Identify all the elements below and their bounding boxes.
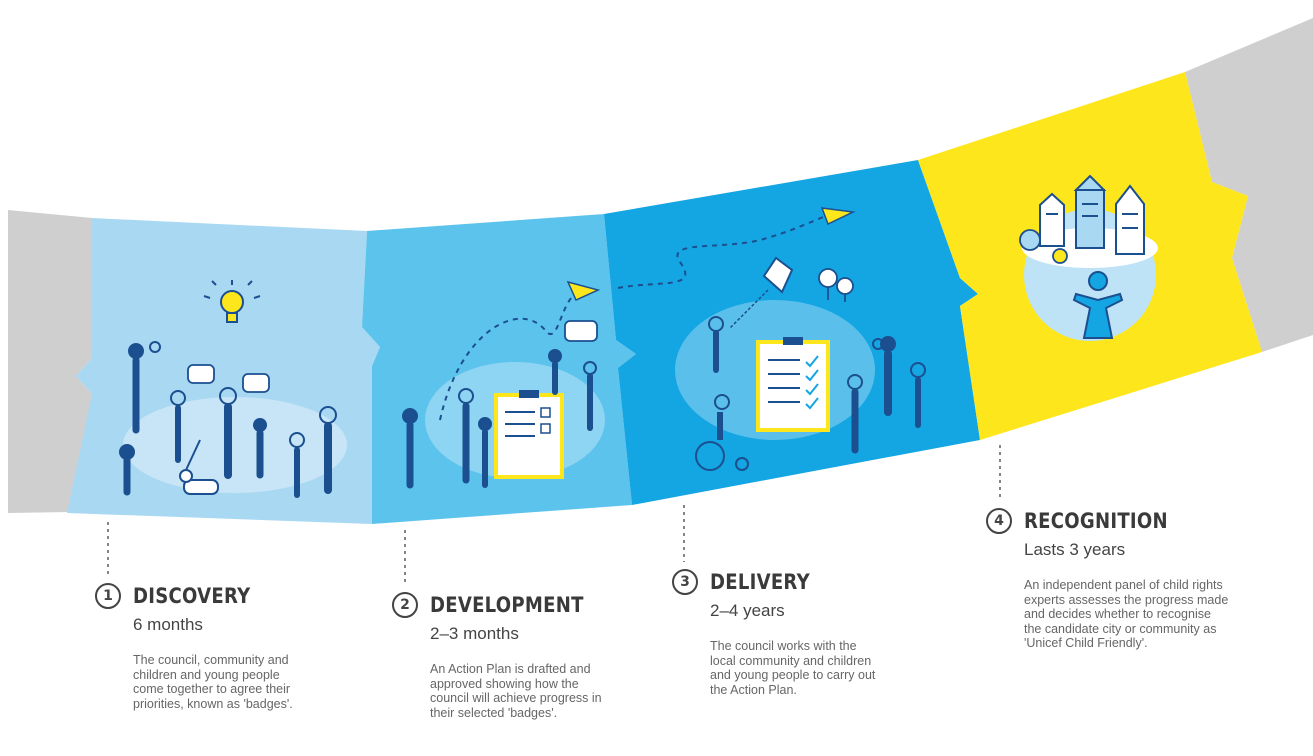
stage-title: DEVELOPMENT [430, 593, 584, 617]
stage-1-people [119, 341, 337, 498]
stage-description: The council, community and children and … [133, 653, 293, 711]
stage-number: 4 [986, 508, 1012, 534]
stage-number: 3 [672, 569, 698, 595]
stage-number: 2 [392, 592, 418, 618]
kite-icon [729, 256, 794, 329]
stage-description: An independent panel of child rights exp… [1024, 578, 1229, 650]
tree-icon [1019, 229, 1068, 264]
stage-1-blob [123, 397, 347, 493]
stage-title: DISCOVERY [133, 584, 251, 608]
stage-number: 1 [95, 583, 121, 609]
stage-description: The council works with the local communi… [710, 639, 876, 697]
lightbulb-icon [203, 280, 261, 323]
speech-bubble-icon [187, 364, 270, 393]
stage-1-panel [67, 218, 380, 524]
dashed-flight-path [439, 289, 586, 421]
stage-4: 4 RECOGNITION Lasts 3 years An independe… [986, 508, 1229, 651]
stage-3: 3 DELIVERY 2–4 years The council works w… [672, 569, 885, 697]
stage-duration: 2–3 months [430, 624, 519, 643]
paper-plane-icon [566, 280, 601, 301]
stage-1: 1 DISCOVERY 6 months The council, commun… [95, 583, 308, 711]
stage-2-people [402, 349, 597, 489]
stage-description: An Action Plan is drafted and approved s… [430, 662, 602, 720]
stage-title: RECOGNITION [1024, 509, 1168, 533]
stage-duration: Lasts 3 years [1024, 540, 1126, 559]
paper-plane-icon [820, 207, 856, 226]
stage-2: 2 DEVELOPMENT 2–3 months An Action Plan … [392, 592, 609, 720]
stage-title: DELIVERY [710, 570, 810, 594]
unicef-figure-icon [1072, 271, 1124, 339]
clipboard-icon [494, 390, 564, 479]
stage-2-panel [362, 214, 636, 524]
wheelchair-icon [695, 394, 749, 471]
dog-icon [179, 439, 219, 495]
arc-end-grey [1185, 18, 1313, 352]
dashed-flight-path [617, 215, 827, 289]
arc-start-grey [8, 210, 92, 513]
stage-3-panel [604, 160, 980, 505]
tree-icon [818, 268, 854, 302]
stage-duration: 2–4 years [710, 601, 785, 620]
stage-3-people [708, 316, 926, 454]
speech-bubble-icon [564, 320, 598, 342]
clipboard-icon [756, 337, 830, 432]
stage-duration: 6 months [133, 615, 203, 634]
